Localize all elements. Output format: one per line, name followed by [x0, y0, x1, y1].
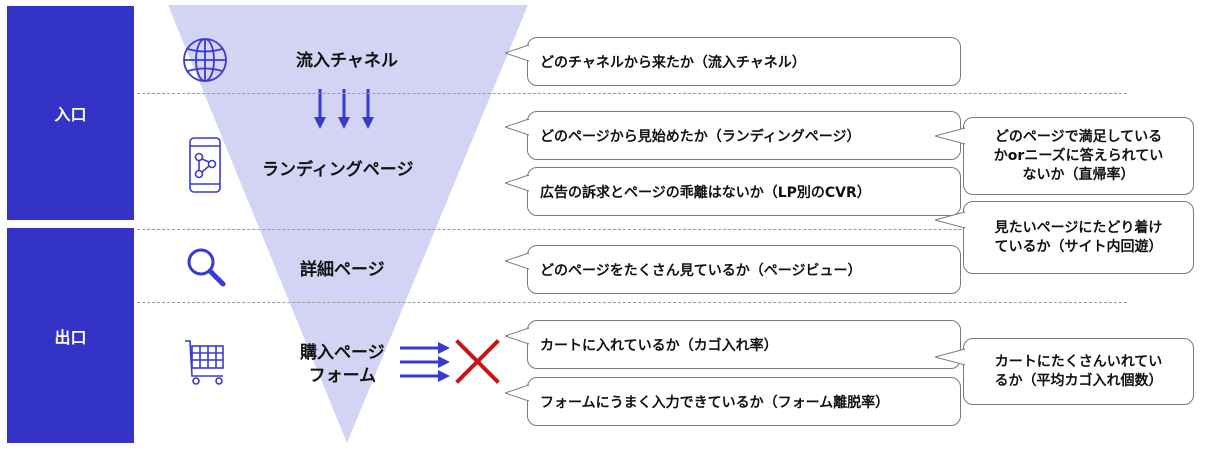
stage-purchase-line2: フォーム — [308, 366, 377, 386]
bubble-pageview-text: どのページをたくさん見ているか（ページビュー） — [540, 262, 862, 279]
divider-1 — [137, 93, 1127, 94]
smartphone-share-icon — [189, 137, 221, 193]
globe-icon — [183, 38, 227, 82]
down-arrows — [314, 89, 374, 129]
drop-off-cross-icon — [455, 339, 500, 384]
right-arrows — [400, 342, 450, 382]
exit-label: 出口 — [54, 327, 87, 347]
divider-3 — [137, 302, 1127, 303]
sidebar-entry: 入口 — [7, 6, 134, 220]
entry-label: 入口 — [54, 105, 87, 124]
shopping-cart-icon — [185, 340, 224, 385]
search-icon — [187, 248, 226, 287]
stage-detail: 詳細ページ — [300, 260, 385, 280]
funnel-triangle — [168, 5, 528, 443]
stage-landing: ランディングページ — [262, 160, 414, 180]
note-cart-count-text: カートにたくさんいれてい るか（平均カゴ入れ個数） — [994, 353, 1163, 389]
note-circulation-text: 見たいページにたどり着け ているか（サイト内回遊） — [994, 219, 1163, 255]
bubble-cart: カートに入れているか（カゴ入れ率） — [505, 320, 961, 369]
bubble-landing-start: どのページから見始めたか（ランディングページ） — [505, 111, 961, 160]
sidebar-exit: 出口 — [7, 228, 134, 443]
stage-purchase: 購入ページ フォーム — [300, 342, 385, 388]
bubble-pageview: どのページをたくさん見ているか（ページビュー） — [505, 245, 961, 294]
stage-purchase-line1: 購入ページ — [300, 343, 385, 363]
bubble-landing-start-text: どのページから見始めたか（ランディングページ） — [540, 128, 861, 145]
note-bounce-text: どのページで満足している かorニーズに答えられてい ないか（直帰率） — [993, 128, 1164, 183]
divider-2 — [137, 229, 1127, 230]
bubble-cart-text: カートに入れているか（カゴ入れ率） — [540, 337, 778, 354]
note-cart-count: カートにたくさんいれてい るか（平均カゴ入れ個数） — [935, 338, 1194, 405]
bubble-form: フォームにうまく入力できているか（フォーム離脱率） — [505, 377, 961, 426]
stage-channel: 流入チャネル — [296, 51, 398, 71]
note-bounce: どのページで満足している かorニーズに答えられてい ないか（直帰率） — [935, 117, 1194, 195]
bubble-channel-text: どのチャネルから来たか（流入チャネル） — [540, 54, 806, 71]
bubble-channel: どのチャネルから来たか（流入チャネル） — [505, 37, 961, 86]
bubble-form-text: フォームにうまく入力できているか（フォーム離脱率） — [540, 394, 890, 411]
bubble-landing-gap: 広告の訴求とページの乖離はないか（LP別のCVR） — [505, 167, 961, 216]
bubble-landing-gap-text: 広告の訴求とページの乖離はないか（LP別のCVR） — [540, 184, 871, 201]
note-circulation: 見たいページにたどり着け ているか（サイト内回遊） — [935, 201, 1194, 274]
